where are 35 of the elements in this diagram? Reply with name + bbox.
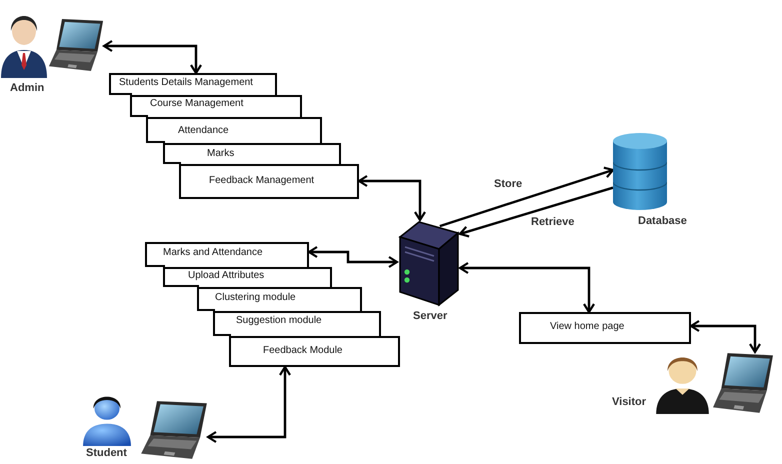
module-name: View home page: [550, 321, 624, 333]
module-name: Attendance: [178, 125, 229, 137]
double-arrow: [358, 174, 426, 222]
arrow: [439, 166, 614, 228]
module-name: Marks: [207, 148, 234, 160]
database-name: Database: [638, 215, 687, 228]
module-name: Students Details Management: [119, 77, 253, 89]
server-name: Server: [413, 310, 448, 323]
module-box: [109, 73, 277, 95]
module-name: Feedback Module: [263, 345, 342, 357]
person-name: Visitor: [612, 396, 646, 409]
module-box: [213, 311, 381, 336]
module-name: Suggestion module: [236, 315, 322, 327]
module-name: Upload Attributes: [188, 270, 264, 282]
module-box: [146, 117, 322, 143]
person-name: Admin: [10, 82, 44, 95]
module-box: [197, 287, 362, 311]
double-arrow: [690, 320, 762, 354]
module-box: [130, 95, 302, 117]
module-box: [179, 164, 359, 199]
double-arrow: [102, 40, 202, 74]
module-name: Marks and Attendance: [163, 247, 263, 259]
double-arrow: [458, 262, 596, 314]
module-name: Course Management: [150, 98, 244, 110]
double-arrow: [206, 366, 292, 444]
module-box: [519, 312, 691, 344]
arrow: [458, 186, 614, 238]
module-name: Clustering module: [215, 292, 296, 304]
module-name: Feedback Management: [209, 175, 314, 187]
module-box: [163, 143, 341, 164]
module-box: [163, 267, 332, 287]
module-box: [145, 242, 309, 267]
person-name: Student: [86, 447, 127, 460]
module-box: [229, 336, 400, 367]
double-arrow: [308, 246, 398, 268]
